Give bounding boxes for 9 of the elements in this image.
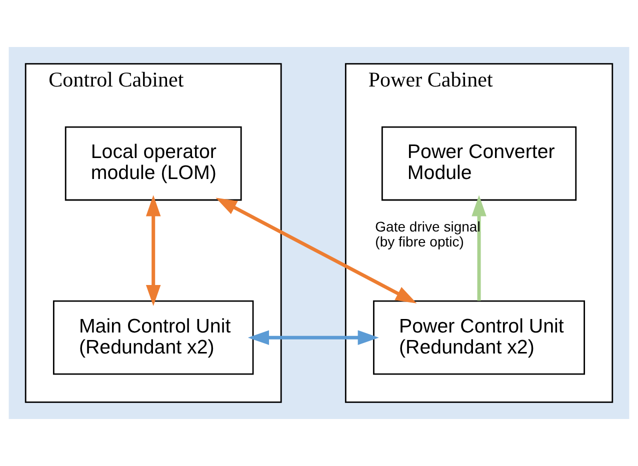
node-box: Power Converter Module [381,126,577,201]
arrow [216,198,417,304]
edge-label: Gate drive signal (by fibre optic) [375,218,480,250]
arrow [146,195,161,306]
arrow [248,330,379,345]
node-box: Power Control Unit (Redundant x2) [373,300,586,375]
node-box: Local operator module (LOM) [64,126,242,201]
node-box: Main Control Unit (Redundant x2) [52,300,254,375]
arrow [472,195,486,301]
